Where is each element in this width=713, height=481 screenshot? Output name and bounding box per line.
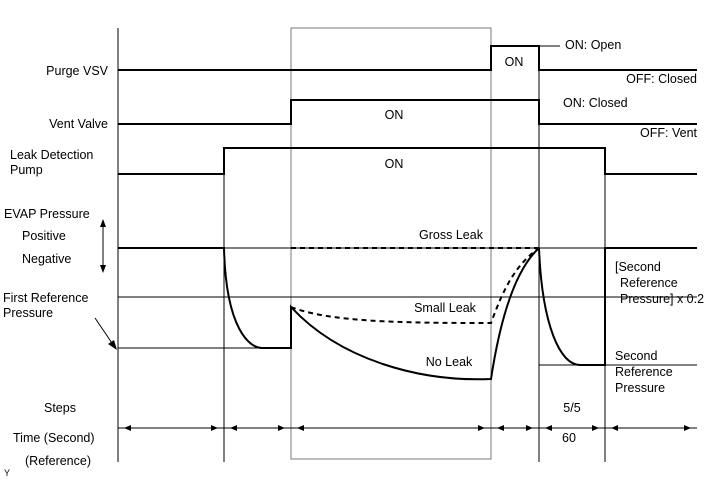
second-reference-factor-label: [Second (615, 260, 661, 274)
vent-valve-label: Vent Valve (49, 117, 108, 131)
interval-arrowheads (124, 425, 691, 431)
vent-on-label: ON (385, 108, 404, 122)
reference-label: (Reference) (25, 454, 91, 468)
positive-label: Positive (22, 229, 66, 243)
evap-pressure-signal-left (118, 247, 540, 381)
purge-off-closed-label: OFF: Closed (626, 72, 697, 86)
evap-pressure-label: EVAP Pressure (4, 207, 90, 221)
steps-label: Steps (44, 401, 76, 415)
purge-vsv-signal (118, 45, 697, 71)
second-reference-factor-label-3: Pressure] x 0.2 (620, 292, 704, 306)
pointer-arrow-icon (108, 340, 117, 350)
second-reference-pressure-label-2: Reference (615, 365, 673, 379)
time-value: 60 (562, 431, 576, 445)
second-reference-pressure-label-3: Pressure (615, 381, 665, 395)
negative-label: Negative (22, 252, 71, 266)
corner-mark: Y (4, 468, 10, 478)
first-reference-pressure-label: First Reference (3, 291, 88, 305)
arrow-up-icon (100, 219, 106, 227)
purge-vsv-label: Purge VSV (46, 64, 109, 78)
time-label: Time (Second) (13, 431, 95, 445)
small-leak-curve (290, 247, 540, 325)
leak-detection-pump-signal (118, 147, 697, 175)
test-window-box (290, 27, 492, 460)
small-leak-label: Small Leak (414, 301, 477, 315)
arrow-down-icon (100, 265, 106, 273)
no-leak-label: No Leak (426, 355, 473, 369)
gross-leak-label: Gross Leak (419, 228, 484, 242)
second-reference-factor-label-2: Reference (620, 276, 678, 290)
leak-detection-pump-label: Leak Detection (10, 148, 93, 162)
evap-pressure-signal-right (538, 247, 697, 366)
purge-on-open-label: ON: Open (565, 38, 621, 52)
purge-on-label: ON (505, 55, 524, 69)
vent-valve-signal (118, 99, 697, 125)
vent-off-vent-label: OFF: Vent (640, 126, 697, 140)
first-reference-pointer-line (94, 317, 115, 347)
first-reference-pressure-label-2: Pressure (3, 306, 53, 320)
vent-on-closed-label: ON: Closed (563, 96, 628, 110)
step-value: 5/5 (563, 401, 580, 415)
leak-detection-pump-label-2: Pump (10, 163, 43, 177)
second-reference-pressure-label: Second (615, 349, 657, 363)
pump-on-label: ON (385, 157, 404, 171)
